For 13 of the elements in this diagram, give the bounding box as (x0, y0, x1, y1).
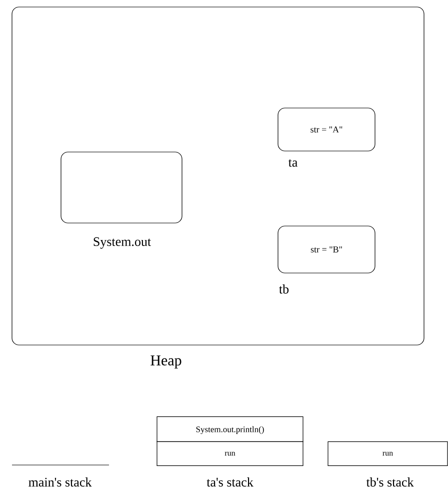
node-label: Heap (150, 356, 182, 369)
frame-cell: run (156, 441, 304, 466)
object-label: tb (279, 284, 289, 294)
stack-label: tb's stack (366, 477, 414, 487)
stack-line: main's stack (12, 464, 110, 487)
frame-cell: run (328, 441, 448, 466)
object-box: System.out (60, 152, 182, 249)
object-box: str = "A" (278, 108, 376, 152)
object-label: ta (288, 159, 298, 167)
node-label: System.out (94, 237, 151, 249)
stack-label: ta's stack (206, 477, 254, 487)
frame-cell: System.out.println() (156, 416, 304, 442)
object-box: str = "B" (278, 226, 376, 274)
